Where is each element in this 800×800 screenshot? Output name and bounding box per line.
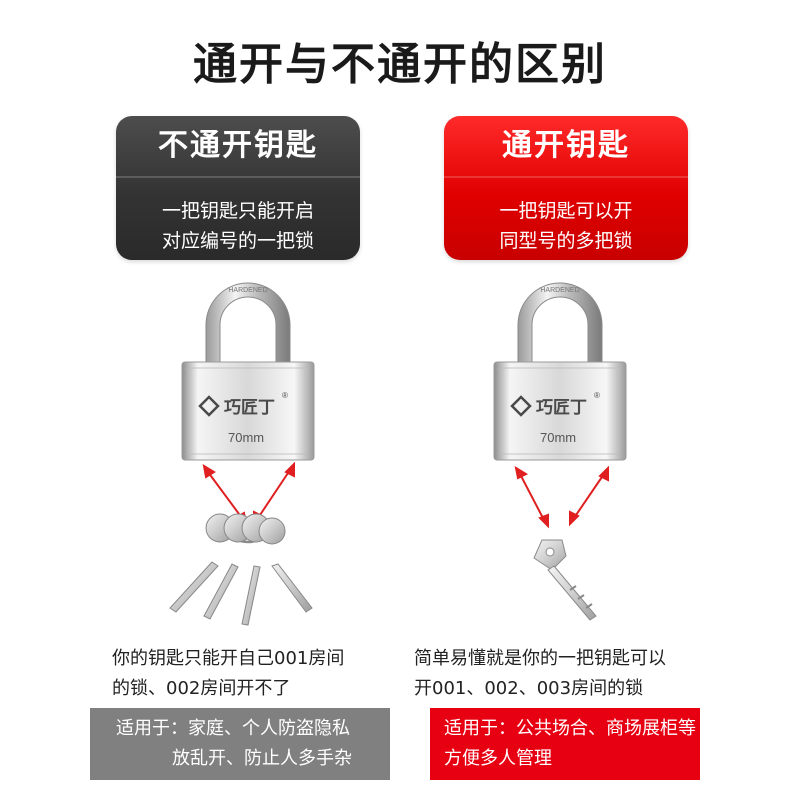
card-divider (116, 176, 360, 178)
explanation-line1: 你的钥匙只能开自己001房间 (112, 648, 345, 669)
card-desc-line1: 一把钥匙可以开 (499, 200, 633, 222)
lock-body (181, 361, 315, 461)
brand-logo-icon: 巧匠丁 ® (510, 391, 600, 418)
card-desc-line2: 同型号的多把锁 (499, 230, 633, 252)
double-arrow-icon (514, 466, 609, 529)
shackle (517, 282, 603, 366)
usage-line2: 方便多人管理 (444, 748, 552, 769)
lock-size: 70mm (540, 430, 576, 445)
padlock-icon: HARDENED 巧匠丁 ® 70mm (181, 282, 315, 461)
card-heading: 通开钥匙 (502, 128, 630, 163)
explanation-line2: 的锁、002房间开不了 (112, 678, 291, 699)
shackle-text: HARDENED (228, 287, 267, 294)
brand-logo-icon: 巧匠丁 ® (198, 391, 288, 418)
lock-body-bevel (187, 367, 309, 455)
padlock-icon: HARDENED 巧匠丁 ® 70mm (493, 282, 627, 461)
card-desc-line2: 对应编号的一把锁 (161, 230, 314, 252)
svg-text:®: ® (282, 391, 288, 400)
usage-line1: 适用于：公共场合、商场展柜等 (444, 718, 696, 739)
single-key-icon (533, 539, 597, 621)
card-description: 一把钥匙只能开启 对应编号的一把锁 (116, 178, 360, 256)
right-usage-box: 适用于：公共场合、商场展柜等 方便多人管理 (430, 708, 700, 780)
lock-body (493, 361, 627, 461)
lock-body-bevel (499, 367, 621, 455)
explanation-line1: 简单易懂就是你的一把钥匙可以 (414, 648, 666, 669)
explanation-line2: 开001、002、003房间的锁 (414, 678, 644, 699)
card-description: 一把钥匙可以开 同型号的多把锁 (444, 178, 688, 256)
svg-text:®: ® (594, 391, 600, 400)
page-title: 通开与不通开的区别 (193, 39, 607, 90)
lock-size: 70mm (228, 430, 264, 445)
usage-line2: 放乱开、防止人多手杂 (172, 748, 352, 769)
master-key-card: 通开钥匙 一把钥匙可以开 同型号的多把锁 (444, 116, 688, 260)
key-bunch-icon (169, 513, 313, 626)
key-icon (258, 517, 313, 613)
right-explanation: 简单易懂就是你的一把钥匙可以 开001、002、003房间的锁 (414, 644, 714, 704)
shackle-text: HARDENED (540, 287, 579, 294)
left-usage-box: 适用于：家庭、个人防盗隐私 放乱开、防止人多手杂 (90, 708, 390, 780)
brand-name: 巧匠丁 (536, 398, 587, 418)
brand-name: 巧匠丁 (224, 398, 275, 418)
left-explanation: 你的钥匙只能开自己001房间 的锁、002房间开不了 (112, 644, 412, 704)
usage-line1: 适用于：家庭、个人防盗隐私 (116, 718, 350, 739)
card-heading: 不通开钥匙 (158, 128, 318, 163)
card-desc-line1: 一把钥匙只能开启 (161, 200, 314, 222)
non-master-key-card: 不通开钥匙 一把钥匙只能开启 对应编号的一把锁 (116, 116, 360, 260)
card-divider (444, 176, 688, 178)
shackle (205, 282, 291, 366)
